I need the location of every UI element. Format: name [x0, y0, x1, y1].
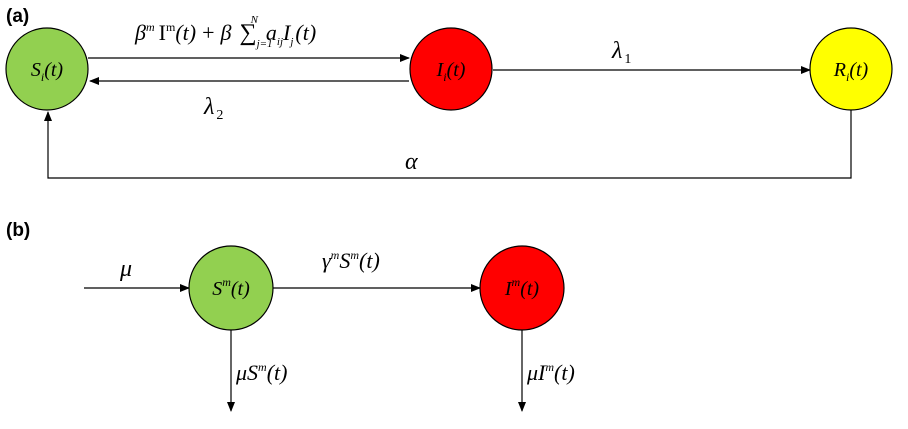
node-b-s-label: Sm(t) — [212, 275, 250, 300]
node-a-i-circle — [409, 27, 493, 111]
edge-b-death-i-label: μIm(t) — [526, 360, 575, 385]
node-b-s: Sm(t) — [188, 245, 274, 331]
node-a-s-label: Si(t) — [31, 59, 64, 84]
panel-a-label: (a) — [6, 6, 29, 27]
edge-a-alpha-label: α — [405, 149, 418, 175]
node-a-r-circle — [809, 27, 893, 111]
edge-b-birth-label: μ — [119, 256, 132, 282]
node-a-i: Ii(t) — [409, 27, 493, 111]
edge-a-r-to-s — [44, 110, 852, 179]
node-a-s: Si(t) — [5, 27, 89, 111]
node-b-s-circle — [188, 245, 274, 331]
edge-b-death-s-label: μSm(t) — [235, 360, 287, 385]
panel-b-label: (b) — [6, 220, 30, 241]
node-b-i-circle — [479, 245, 565, 331]
node-b-i: Im(t) — [479, 245, 565, 331]
node-a-r-label: Ri(t) — [833, 59, 869, 84]
node-b-i-label: Im(t) — [504, 275, 540, 300]
node-a-r: Ri(t) — [809, 27, 893, 111]
node-a-i-label: Ii(t) — [436, 59, 466, 84]
node-a-s-circle — [5, 27, 89, 111]
edge-b-infection-label: γmSm(t) — [322, 248, 380, 273]
